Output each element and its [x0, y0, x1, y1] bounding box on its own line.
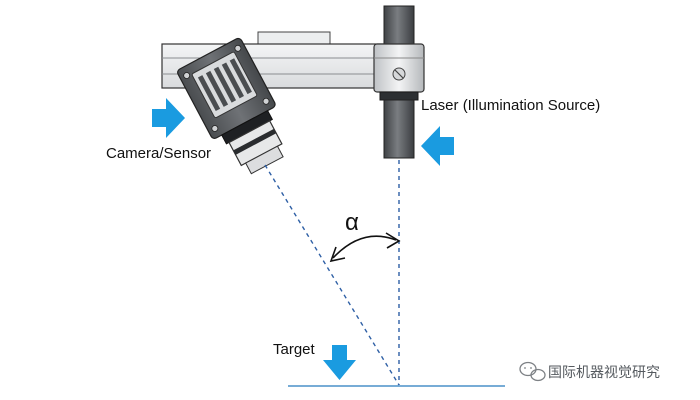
- angle-arc-icon: [329, 232, 401, 263]
- beam-lines: [264, 160, 400, 386]
- watermark-text: 国际机器视觉研究: [548, 365, 660, 381]
- arrow-down-icon: [323, 345, 356, 380]
- angle-label: α: [345, 209, 359, 236]
- arrow-left-icon: [421, 126, 454, 166]
- watermark: 国际机器视觉研究: [519, 361, 660, 382]
- heat-sink-fins: [197, 58, 252, 112]
- target-label: Target: [273, 341, 316, 358]
- camera-sight-line: [264, 164, 400, 386]
- arrow-right-icon: [152, 98, 185, 138]
- laser-label: Laser (Illumination Source): [421, 97, 600, 114]
- laser-illumination-source: [373, 5, 425, 159]
- wechat-icon: [519, 361, 546, 382]
- camera-sensor: [177, 37, 284, 175]
- camera-label: Camera/Sensor: [106, 145, 211, 162]
